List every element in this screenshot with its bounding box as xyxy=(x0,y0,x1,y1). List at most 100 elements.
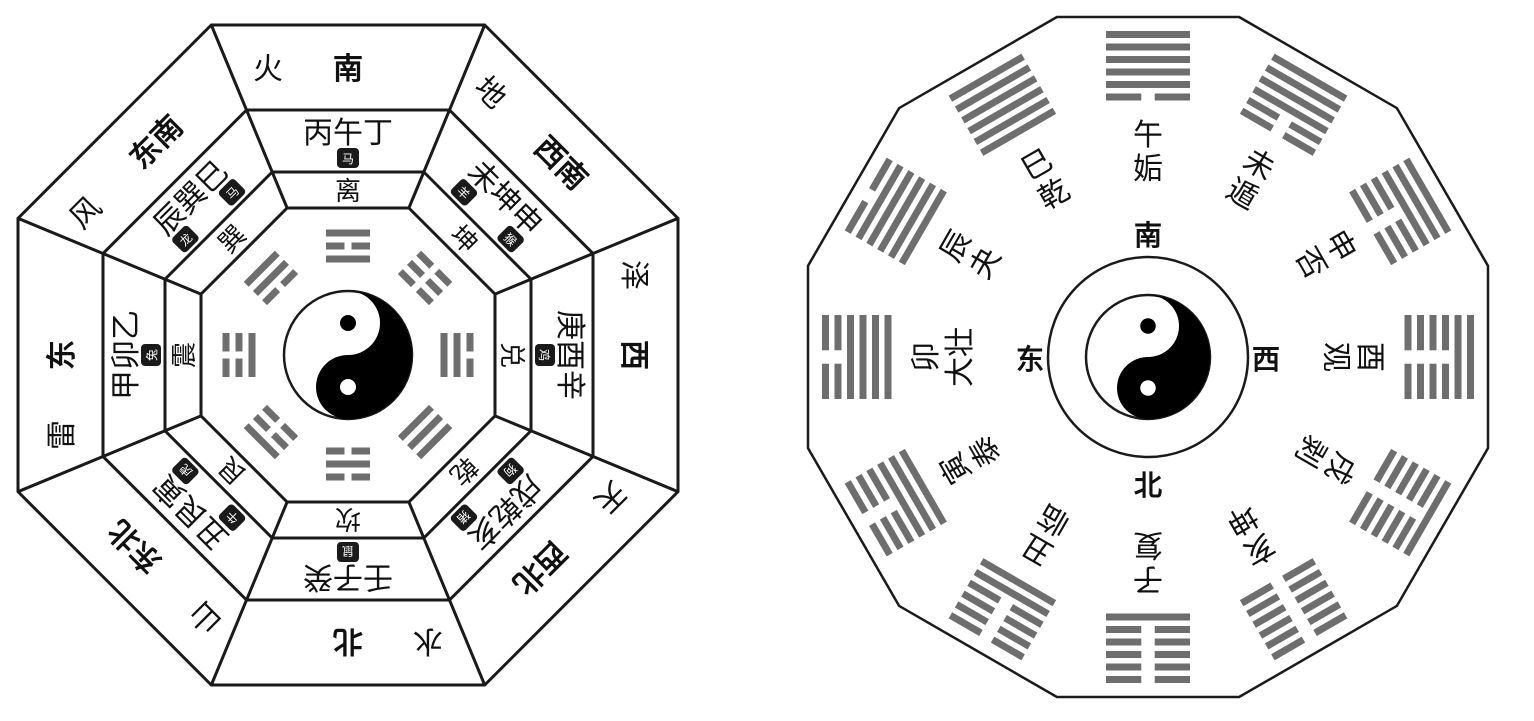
hexagram-观-yin-line xyxy=(1404,315,1412,351)
trigram-离-yang-line xyxy=(326,229,370,237)
trigram-巽-yang-line xyxy=(252,259,289,296)
hexagram-坤-yin-line xyxy=(1288,568,1323,593)
hexagram-复-yin-line xyxy=(1106,651,1142,658)
hexagram-夬-yang-line xyxy=(866,170,915,247)
hexagram-大壮-yang-line xyxy=(847,315,854,399)
hexagram-泰-yang-line xyxy=(898,448,947,526)
trigram-坤-yin-line xyxy=(397,269,416,288)
hexagram-剥-yin-line xyxy=(1349,491,1373,526)
sector-离: 火南丙午丁马离 xyxy=(253,52,393,263)
zodiac-badge: 猴 xyxy=(497,225,524,253)
hexagram-大壮-yin-line xyxy=(822,315,829,351)
yin-yang-icon xyxy=(1084,293,1212,421)
badge-animal: 马 xyxy=(342,152,354,166)
trigram-乾-yang-line xyxy=(397,404,434,441)
badge-background xyxy=(337,542,359,562)
month-branch: 午 xyxy=(1133,118,1163,153)
trigram-坎-yin-line xyxy=(351,447,370,455)
hexagram-大壮-yang-line xyxy=(872,315,879,399)
trigram-震-yin-line xyxy=(235,358,243,377)
yang-dot xyxy=(340,379,356,395)
hexagram-大壮-yang-line xyxy=(859,315,867,399)
hexagram-酉: 酉观 xyxy=(1318,315,1474,399)
hexagram-坤-yin-line xyxy=(1252,604,1287,628)
stems-label: 庚酉辛 xyxy=(552,310,587,400)
hexagram-name: 观 xyxy=(1318,342,1353,372)
hexagram-临-yin-line xyxy=(948,612,983,636)
trigram-兑-yang-line xyxy=(440,333,448,377)
badge-background xyxy=(141,344,161,366)
trigram-坤-yin-line xyxy=(415,287,434,306)
hexagram-复-yin-line xyxy=(1106,638,1142,646)
hexagram-否-yang-line xyxy=(1403,157,1452,234)
trigram-坎-yang-line xyxy=(326,460,370,468)
hexagram-泰-yang-line xyxy=(877,461,926,538)
hexagram-大壮-yin-line xyxy=(834,315,842,351)
hexagram-观-yin-line xyxy=(1417,363,1424,399)
hexagram-大壮-yang-line xyxy=(884,315,892,399)
hexagram-乾-yang-line xyxy=(954,64,1032,113)
sector-divider xyxy=(407,501,487,686)
hexagram-剥-yin-line xyxy=(1370,503,1395,538)
hexagram-剥-yin-line xyxy=(1381,509,1406,544)
trigram-震-yang-line xyxy=(248,333,256,377)
trigram-坤-yin-line xyxy=(416,250,435,269)
hexagram-乾-yang-line xyxy=(967,86,1044,135)
zodiac-badge: 马 xyxy=(337,148,359,168)
badge-animal: 兔 xyxy=(144,349,159,361)
trigram-name: 震 xyxy=(170,342,200,368)
hexagram-复-yin-line xyxy=(1154,676,1190,683)
hexagram-姤-yang-line xyxy=(1106,81,1190,88)
hexagram-否-yin-line xyxy=(1359,182,1384,217)
hexagram-否-yin-line xyxy=(1373,231,1398,266)
hexagram-name: 复 xyxy=(1133,527,1163,562)
trigram-艮-yin-line xyxy=(280,422,299,441)
hexagram-遁-yang-line xyxy=(1271,53,1348,102)
hexagram-剥-yin-line xyxy=(1416,473,1441,508)
stems-label: 壬子癸 xyxy=(303,559,393,594)
element-label: 泽 xyxy=(616,260,651,290)
hexagram-姤-yang-line xyxy=(1106,56,1190,63)
yin-dot xyxy=(340,315,356,331)
badge-animal: 鸡 xyxy=(537,349,552,361)
yin-yang-icon xyxy=(282,289,414,421)
stems-label: 甲卯乙 xyxy=(109,310,144,400)
hexagram-泰-yin-line xyxy=(866,467,891,502)
badge-animal: 鼠 xyxy=(342,544,354,558)
hexagram-姤-yang-line xyxy=(1106,31,1190,38)
trigram-巽-yin-line xyxy=(262,287,281,306)
cardinal-north: 北 xyxy=(1134,469,1162,502)
hexagram-夬-yang-line xyxy=(898,188,947,266)
trigram-巽-yang-line xyxy=(243,250,280,287)
hexagram-泰-yang-line xyxy=(887,455,937,532)
hexagram-大壮-yin-line xyxy=(834,363,842,399)
direction-label: 西南 xyxy=(527,130,594,197)
month-branch: 卯 xyxy=(909,342,944,372)
trigram-离-yin-line xyxy=(326,242,345,250)
sector-震: 雷东甲卯乙兔震 xyxy=(45,310,256,450)
badge-background xyxy=(172,457,199,485)
yin-dot xyxy=(1140,318,1156,334)
hexagram-观-yang-line xyxy=(1467,315,1474,399)
hexagram-遁-yang-line xyxy=(1264,64,1342,113)
hexagram-坤-yin-line xyxy=(1246,593,1281,618)
trigram-艮-yin-line xyxy=(262,404,281,423)
hexagram-复-yin-line xyxy=(1154,626,1190,633)
hexagram-姤-yin-line xyxy=(1154,93,1190,101)
badge-background xyxy=(218,504,246,531)
hexagram-否-yin-line xyxy=(1370,176,1395,211)
badge-background xyxy=(450,179,478,206)
cardinal-south: 南 xyxy=(1134,219,1162,252)
hexagram-观-yin-line xyxy=(1442,363,1449,399)
sector-divider xyxy=(209,501,289,686)
hexagram-泰-yin-line xyxy=(869,522,893,557)
hexagram-乾-yang-line xyxy=(948,53,1025,102)
trigram-震-yin-line xyxy=(222,358,230,377)
trigram-巽-yin-line xyxy=(280,269,299,288)
zodiac-badge: 猪 xyxy=(450,504,478,531)
hexagram-观-yin-line xyxy=(1429,363,1437,399)
direction-label: 南 xyxy=(333,52,363,87)
